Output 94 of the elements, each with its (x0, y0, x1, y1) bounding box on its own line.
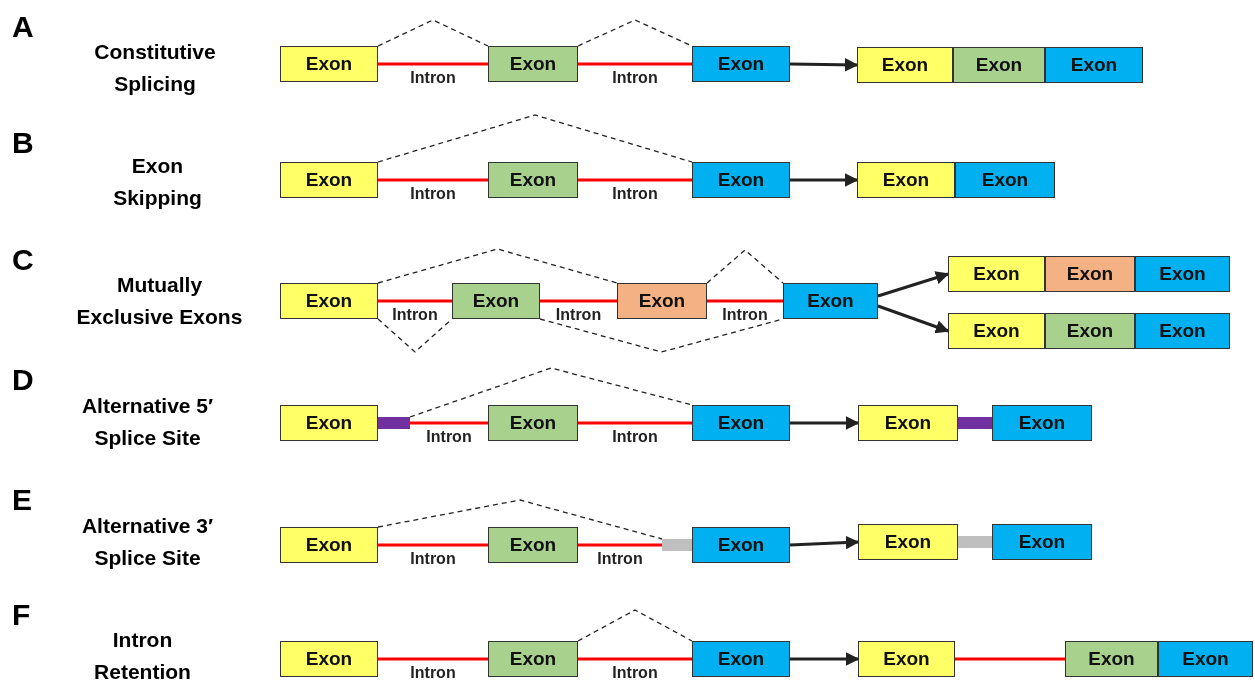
exon-box: Exon (858, 405, 958, 441)
splice-site-bar (958, 536, 992, 548)
row-title: Constitutive Splicing (93, 39, 217, 97)
intron-line (540, 299, 617, 303)
splice-line (409, 367, 693, 418)
panel-letter: C (12, 245, 34, 275)
panel-letter: A (12, 12, 34, 42)
exon-box: Exon (280, 162, 378, 198)
edge-label: Intron (722, 307, 768, 323)
intron-line (578, 62, 692, 66)
panel-letter: E (12, 485, 32, 515)
splice-line (377, 499, 663, 540)
arrow (877, 304, 950, 334)
row-title: Exon Skipping (112, 153, 203, 211)
edge-label: Intron (597, 551, 643, 567)
row-title: Mutually Exclusive Exons (75, 272, 244, 330)
intron-line (578, 543, 662, 547)
edge-label: Intron (612, 70, 658, 86)
exon-box: Exon (948, 313, 1045, 349)
splice-site-bar (662, 539, 692, 551)
edge-label: Intron (392, 307, 438, 323)
exon-box: Exon (280, 46, 378, 82)
edge-label: Intron (410, 186, 456, 202)
exon-box: Exon (280, 527, 378, 563)
exon-box: Exon (488, 162, 578, 198)
exon-box: Exon (488, 46, 578, 82)
exon-box: Exon (1045, 256, 1135, 292)
exon-box: Exon (857, 47, 953, 83)
edge-label: Intron (612, 665, 658, 680)
exon-box: Exon (1135, 256, 1230, 292)
exon-box: Exon (1135, 313, 1230, 349)
panel-letter: B (12, 128, 34, 158)
exon-box: Exon (452, 283, 540, 319)
intron-line (378, 543, 488, 547)
exon-box: Exon (280, 641, 378, 677)
edge-label: Intron (410, 665, 456, 680)
intron-line (410, 421, 488, 425)
splice-site-bar (378, 417, 410, 429)
edge-label: Intron (612, 186, 658, 202)
edge-label: Intron (612, 429, 658, 445)
exon-box: Exon (280, 405, 378, 441)
exon-box: Exon (953, 47, 1045, 83)
intron-line (578, 178, 692, 182)
exon-box: Exon (280, 283, 378, 319)
panel-letter: D (12, 365, 34, 395)
splice-line (377, 19, 489, 47)
arrow (789, 535, 860, 550)
intron-line (578, 657, 692, 661)
exon-box: Exon (488, 527, 578, 563)
exon-box: Exon (692, 405, 790, 441)
intron-line (707, 299, 783, 303)
arrow (790, 416, 860, 430)
intron-line (378, 299, 452, 303)
exon-box: Exon (1045, 47, 1143, 83)
exon-box: Exon (488, 405, 578, 441)
exon-box: Exon (948, 256, 1045, 292)
exon-box: Exon (692, 527, 790, 563)
edge-label: Intron (410, 551, 456, 567)
arrow (877, 271, 950, 298)
intron-line (378, 178, 488, 182)
intron-line (578, 421, 692, 425)
edge-label: Intron (426, 429, 472, 445)
exon-box: Exon (1158, 641, 1253, 677)
edge-label: Intron (410, 70, 456, 86)
exon-box: Exon (992, 524, 1092, 560)
splice-line (377, 248, 618, 284)
arrow (789, 58, 859, 72)
intron-line (378, 62, 488, 66)
splice-line (577, 609, 693, 642)
splice-line (706, 249, 784, 284)
row-title: Alternative 3′ Splice Site (80, 513, 215, 571)
splice-line (377, 114, 693, 163)
exon-box: Exon (992, 405, 1092, 441)
exon-box: Exon (692, 46, 790, 82)
exon-box: Exon (692, 641, 790, 677)
exon-box: Exon (858, 641, 955, 677)
exon-box: Exon (617, 283, 707, 319)
row-title: Alternative 5′ Splice Site (80, 393, 215, 451)
panel-letter: F (12, 600, 31, 630)
row-title: Intron Retention (93, 627, 192, 680)
splice-site-bar (958, 417, 992, 429)
exon-box: Exon (692, 162, 790, 198)
exon-box: Exon (783, 283, 878, 319)
arrow (790, 173, 859, 187)
exon-box: Exon (858, 524, 958, 560)
exon-box: Exon (488, 641, 578, 677)
exon-box: Exon (1065, 641, 1158, 677)
arrow (790, 652, 860, 666)
intron-line (378, 657, 488, 661)
exon-box: Exon (857, 162, 955, 198)
exon-box: Exon (955, 162, 1055, 198)
intron-line (955, 657, 1065, 661)
edge-label: Intron (555, 307, 602, 323)
exon-box: Exon (1045, 313, 1135, 349)
